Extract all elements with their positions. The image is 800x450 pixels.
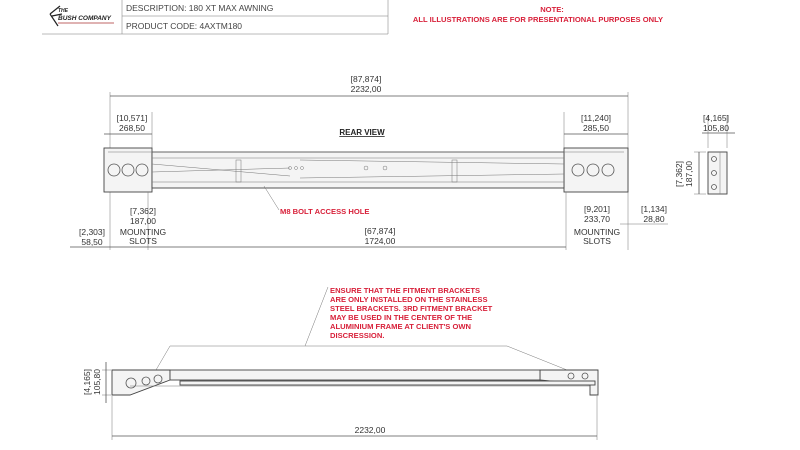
left-end-inch: [10,571] [117, 113, 148, 123]
side-height-mm: 187,00 [684, 161, 694, 187]
note-text: ALL ILLUSTRATIONS ARE FOR PRESENTATIONAL… [413, 15, 663, 24]
note-line: ENSURE THAT THE FITMENT BRACKETS [330, 286, 480, 295]
svg-text:BUSH COMPANY: BUSH COMPANY [58, 15, 112, 22]
fitment-note: ENSURE THAT THE FITMENT BRACKETS ARE ONL… [330, 286, 493, 340]
right-end-mm: 285,50 [583, 123, 609, 133]
note-line: STEEL BRACKETS. 3RD FITMENT BRACKET [330, 304, 493, 313]
right-offset-inch: [1,134] [641, 204, 667, 214]
right-slots-label2: SLOTS [583, 236, 611, 246]
note-line: ALUMINIUM FRAME AT CLIENT'S OWN [330, 322, 471, 331]
svg-text:THE: THE [58, 8, 69, 14]
right-end-inch: [11,240] [581, 113, 611, 123]
slot-spacing-mm: 1724,00 [365, 236, 396, 246]
left-offset-mm: 58,50 [81, 237, 103, 247]
product-code: PRODUCT CODE: 4AXTM180 [126, 21, 242, 31]
side-height-inch: [7,362] [674, 161, 684, 187]
note-line: DISCRESSION. [330, 331, 384, 340]
left-offset-inch: [2,303] [79, 227, 105, 237]
left-slots-label2: SLOTS [129, 236, 157, 246]
right-offset-mm: 28,80 [643, 214, 665, 224]
top-view: ENSURE THAT THE FITMENT BRACKETS ARE ONL… [82, 286, 599, 440]
rear-view-label: REAR VIEW [339, 128, 385, 137]
top-overall-mm: 2232,00 [355, 425, 386, 435]
side-width-inch: [4,165] [703, 113, 729, 123]
left-slots-inch: [7,362] [130, 206, 156, 216]
description: DESCRIPTION: 180 XT MAX AWNING [126, 3, 273, 13]
rear-view: [87,874] 2232,00 [10,571] 268,50 [11,240… [70, 74, 668, 250]
right-slots-mm: 233,70 [584, 214, 610, 224]
side-view: [4,165] 105,80 [7,362] 187,00 [674, 113, 735, 195]
overall-mm: 2232,00 [351, 84, 382, 94]
note-line: ARE ONLY INSTALLED ON THE STAINLESS [330, 295, 488, 304]
depth-inch: [4,165] [82, 369, 92, 395]
left-slots-mm: 187,00 [130, 216, 156, 226]
right-slots-label: MOUNTING [574, 227, 620, 237]
awning-top-beam [111, 369, 599, 396]
note-heading: NOTE: [540, 5, 564, 14]
overall-inch: [87,874] [351, 74, 382, 84]
company-logo: THE BUSH COMPANY [49, 5, 114, 27]
left-end-mm: 268,50 [119, 123, 145, 133]
slot-spacing-inch: [67,874] [365, 226, 396, 236]
note-line: MAY BE USED IN THE CENTER OF THE [330, 313, 472, 322]
awning-rear-beam [103, 147, 629, 193]
depth-mm: 105,80 [92, 369, 102, 395]
bolt-hole-label: M8 BOLT ACCESS HOLE [280, 207, 369, 216]
title-block: THE BUSH COMPANY DESCRIPTION: 180 XT MAX… [42, 0, 389, 35]
right-slots-inch: [9,201] [584, 204, 610, 214]
side-width-mm: 105,80 [703, 123, 729, 133]
left-slots-label: MOUNTING [120, 227, 166, 237]
